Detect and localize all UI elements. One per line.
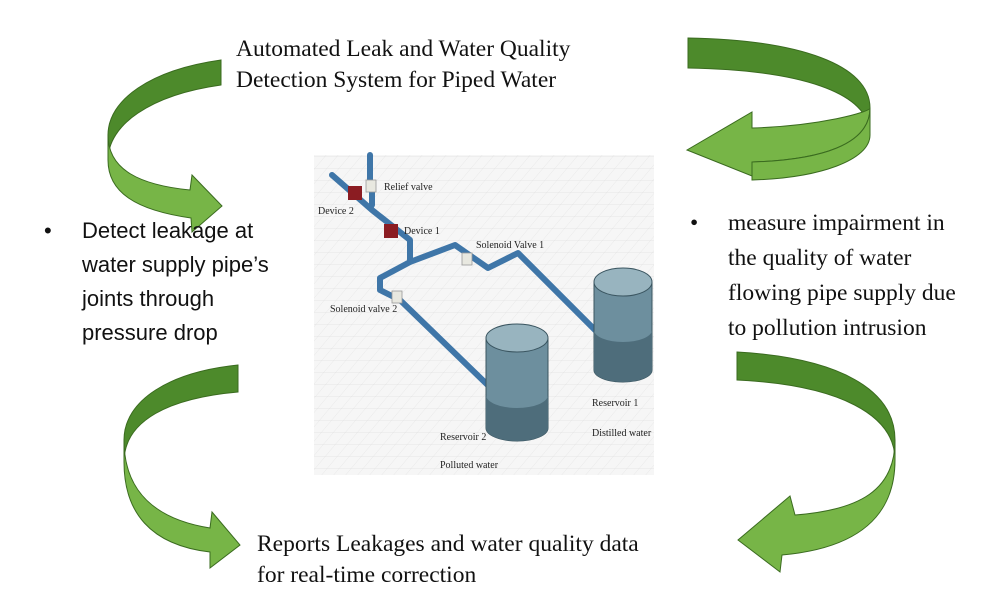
- right-line-2: the quality of water: [728, 245, 912, 271]
- label-reservoir-1: Reservoir 1: [592, 398, 638, 409]
- solenoid-valve-1-shape: [461, 252, 473, 266]
- right-line-4: to pollution intrusion: [728, 315, 927, 341]
- arrow-top-left: [107, 59, 223, 234]
- left-line-1: Detect leakage at: [82, 218, 254, 243]
- diagram-title: Automated Leak and Water Quality Detecti…: [236, 34, 656, 96]
- device-1-block: [384, 224, 398, 238]
- left-line-2: water supply pipe’s: [82, 252, 269, 277]
- solenoid-valve-2-shape: [391, 290, 403, 304]
- arrow-bottom-right: [736, 351, 896, 573]
- label-reservoir-2: Reservoir 2: [440, 432, 486, 443]
- title-line-2: Detection System for Piped Water: [236, 67, 557, 93]
- label-polluted-water: Polluted water: [440, 460, 499, 471]
- left-line-3: joints through: [82, 286, 215, 311]
- label-distilled-water: Distilled water: [592, 428, 652, 439]
- relief-valve-shape: [365, 179, 377, 193]
- pipe-schematic: Relief valve Device 2 Device 1 Solenoid …: [314, 152, 654, 475]
- device-2-block: [348, 186, 362, 200]
- label-solenoid-valve-2: Solenoid valve 2: [330, 304, 397, 315]
- right-line-1: measure impairment in: [728, 210, 945, 236]
- label-device-2: Device 2: [318, 206, 354, 217]
- label-relief-valve: Relief valve: [384, 182, 433, 193]
- reservoir-1-tank: [593, 267, 653, 383]
- bottom-line-2: for real-time correction: [257, 562, 477, 588]
- title-line-1: Automated Leak and Water Quality: [236, 36, 571, 62]
- label-solenoid-valve-1: Solenoid Valve 1: [476, 240, 544, 251]
- left-bullet: •: [44, 218, 52, 243]
- bottom-line-1: Reports Leakages and water quality data: [257, 531, 639, 557]
- reservoir-2-tank: [485, 323, 549, 442]
- label-device-1: Device 1: [404, 226, 440, 237]
- right-bullet: •: [690, 210, 699, 236]
- right-line-3: flowing pipe supply due: [728, 280, 956, 306]
- arrow-top-right: [685, 37, 871, 181]
- reporting-note: Reports Leakages and water quality data …: [257, 529, 697, 591]
- arrow-bottom-left: [123, 364, 241, 570]
- left-line-4: pressure drop: [82, 320, 218, 345]
